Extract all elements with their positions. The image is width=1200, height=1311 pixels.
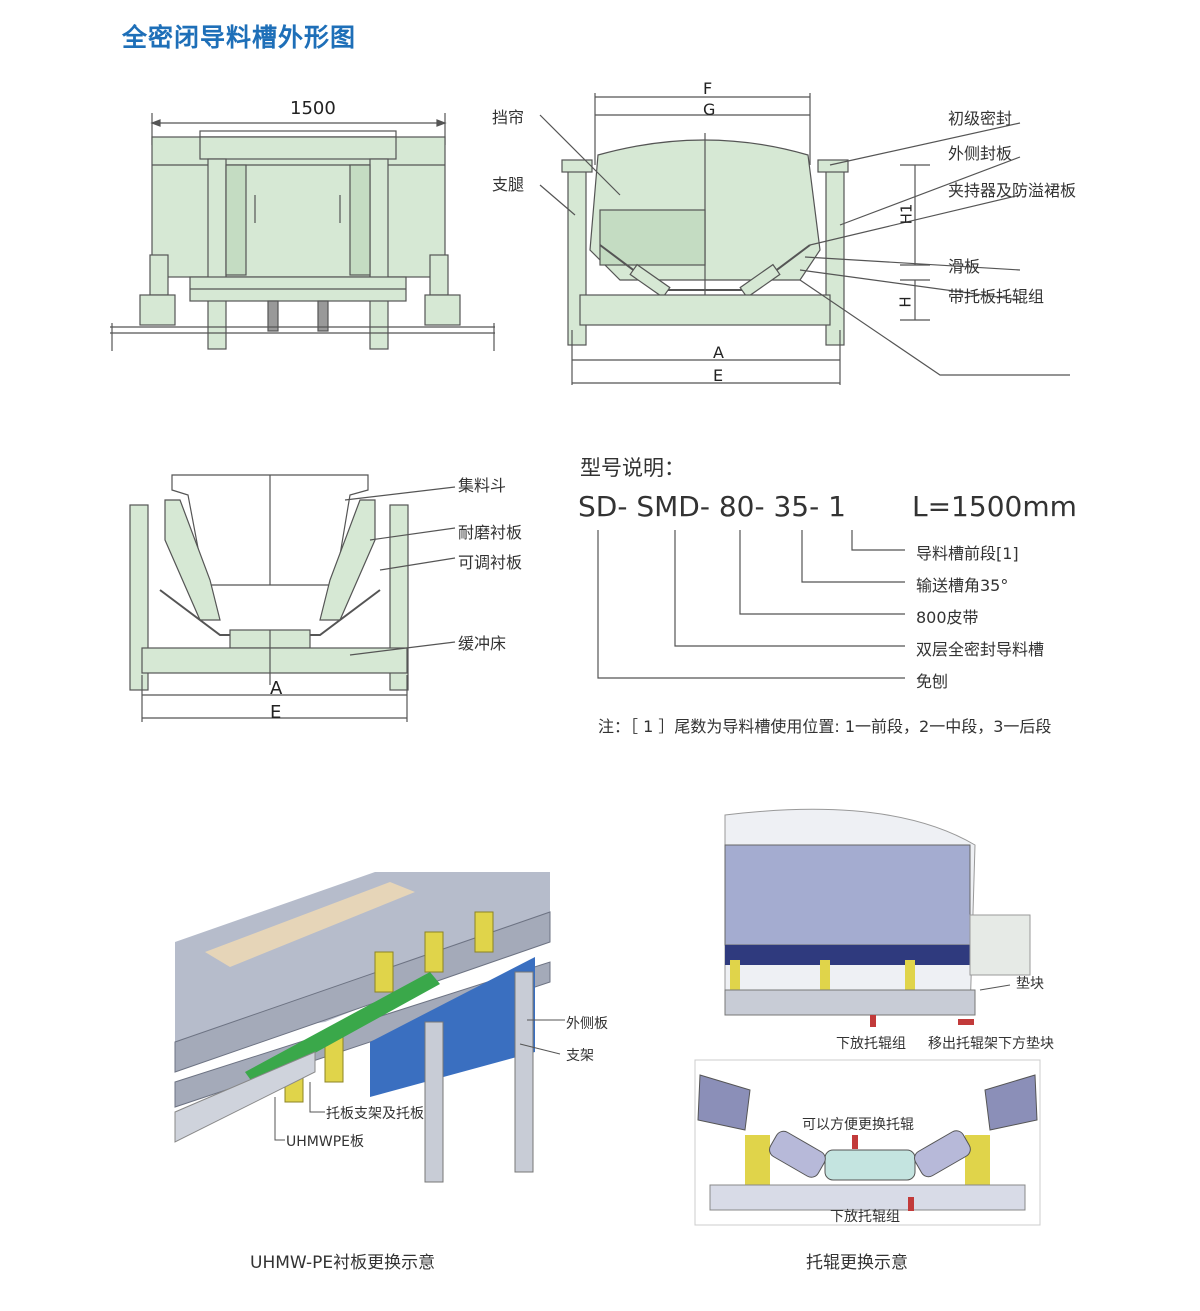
caption-idler: 托辊更换示意 — [806, 1253, 908, 1273]
side-dim-h: H — [896, 296, 915, 308]
label-hopper: 集料斗 — [458, 476, 507, 495]
idler-photo — [694, 808, 1041, 1226]
front-view-drawing — [110, 113, 495, 351]
model-exp-angle: 输送槽角35° — [916, 576, 1009, 595]
front-view-dimension: 1500 — [290, 98, 336, 119]
label-slide-plate: 滑板 — [948, 257, 981, 276]
model-exp-front: 导料槽前段[1] — [916, 544, 1019, 563]
label-bracket: 支架 — [566, 1048, 594, 1064]
model-heading: 型号说明： — [580, 456, 685, 480]
uhmwpe-photo — [174, 872, 565, 1183]
model-exp-type: 双层全密封导料槽 — [916, 640, 1045, 659]
label-wear-liner: 耐磨衬板 — [458, 523, 523, 542]
model-length: L=1500mm — [912, 490, 1077, 523]
side-dim-e: E — [713, 366, 724, 385]
label-adjustable-liner: 可调衬板 — [458, 553, 523, 572]
label-clamp-skirt: 夹持器及防溢裙板 — [948, 181, 1077, 200]
label-plate-bracket: 托板支架及托板 — [326, 1106, 424, 1122]
model-code: SD- SMD- 80- 35- 1 — [578, 490, 846, 523]
section-view-drawing — [129, 474, 456, 722]
section-dim-e: E — [270, 702, 282, 723]
label-outer-plate: 外侧封板 — [948, 144, 1013, 163]
side-dim-f: F — [703, 79, 713, 98]
label-primary-seal: 初级密封 — [948, 109, 1013, 128]
page-title: 全密闭导料槽外形图 — [122, 23, 357, 52]
label-remove-pad: 移出托辊架下方垫块 — [928, 1036, 1054, 1052]
side-dim-h1: H1 — [897, 203, 916, 225]
label-pad-block: 垫块 — [1016, 976, 1044, 992]
section-dim-a: A — [270, 678, 283, 699]
side-dim-a: A — [713, 343, 724, 362]
side-dim-g: G — [703, 100, 716, 119]
label-idler-set: 带托板托辊组 — [948, 287, 1045, 306]
label-outer-side-plate: 外侧板 — [566, 1016, 608, 1032]
side-view-drawing — [539, 93, 1070, 385]
model-leader-lines — [597, 530, 905, 679]
model-exp-belt: 800皮带 — [916, 608, 979, 627]
label-impact-bed: 缓冲床 — [458, 634, 507, 653]
label-leg: 支腿 — [492, 175, 525, 194]
label-lower-idler-set-bottom: 下放托辊组 — [830, 1209, 900, 1225]
caption-uhmwpe: UHMW-PE衬板更换示意 — [250, 1253, 436, 1273]
label-curtain: 挡帘 — [492, 108, 525, 127]
label-uhmwpe-plate: UHMWPE板 — [286, 1134, 364, 1150]
label-lower-idler-set-top: 下放托辊组 — [836, 1036, 906, 1052]
label-easy-replace: 可以方便更换托辊 — [802, 1117, 914, 1133]
model-exp-sd: 免刨 — [916, 672, 949, 691]
model-note: 注：［ 1 ］尾数为导料槽使用位置: 1一前段，2一中段，3一后段 — [598, 717, 1052, 736]
